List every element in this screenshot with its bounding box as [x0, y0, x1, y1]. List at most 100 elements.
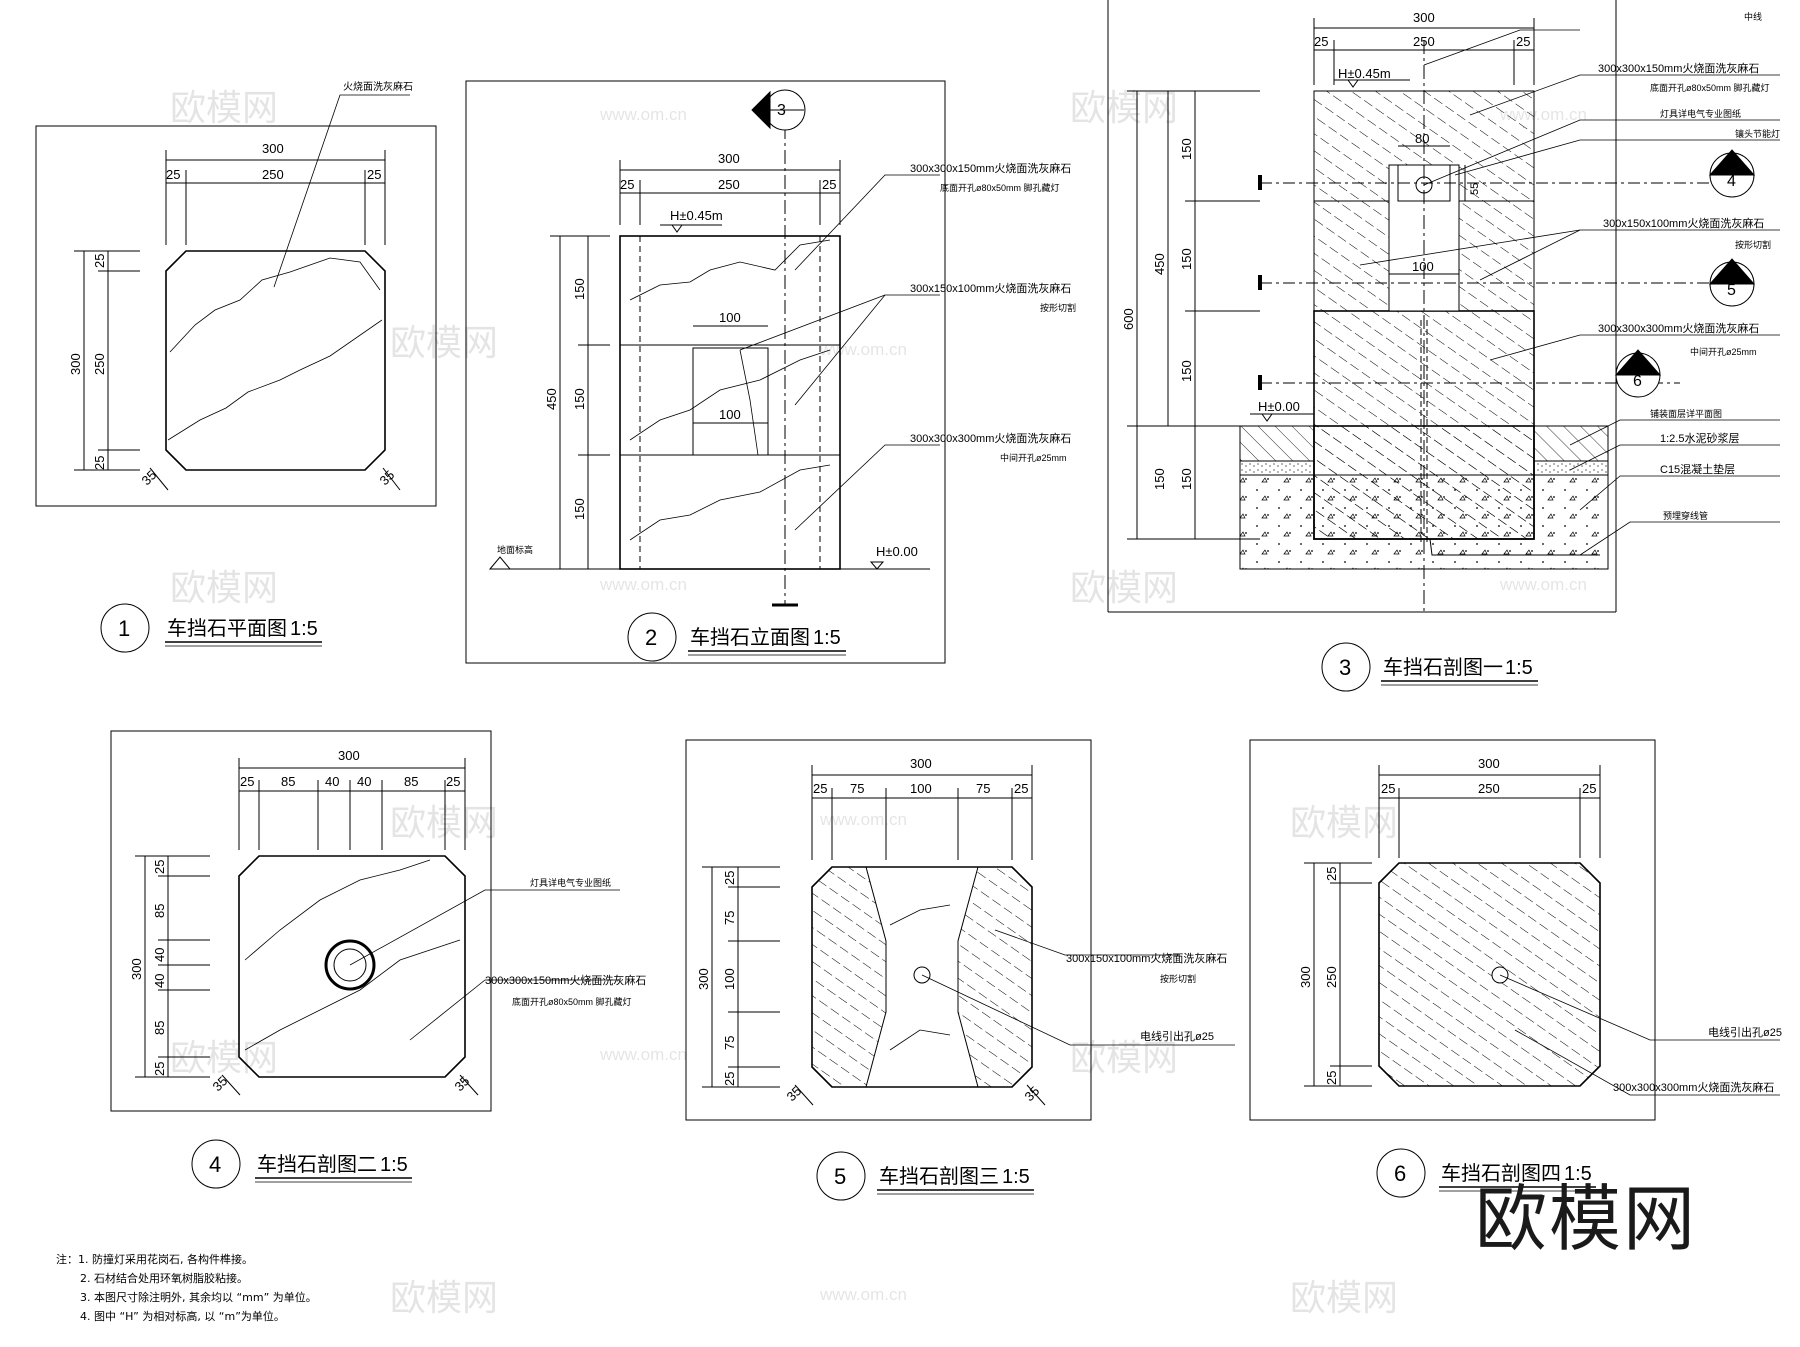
svg-text:H±0.00: H±0.00: [1258, 399, 1300, 414]
svg-text:150: 150: [1152, 468, 1167, 490]
svg-text:25: 25: [1314, 34, 1328, 49]
svg-text:25: 25: [1516, 34, 1530, 49]
svg-text:300: 300: [1413, 10, 1435, 25]
svg-text:1:5: 1:5: [1002, 1166, 1030, 1188]
svg-text:www.om.cn: www.om.cn: [599, 575, 687, 594]
svg-text:2: 2: [645, 625, 657, 650]
svg-text:100: 100: [910, 781, 932, 796]
svg-text:www.om.cn: www.om.cn: [819, 340, 907, 359]
svg-text:150: 150: [1179, 360, 1194, 382]
svg-text:25: 25: [1014, 781, 1028, 796]
svg-text:灯具详电气专业图纸: 灯具详电气专业图纸: [530, 877, 611, 888]
svg-text:1:5: 1:5: [290, 618, 318, 640]
svg-text:300x300x300mm火烧面洗灰麻石: 300x300x300mm火烧面洗灰麻石: [910, 431, 1071, 445]
svg-text:75: 75: [722, 1036, 737, 1050]
svg-text:车挡石剖图二: 车挡石剖图二: [257, 1153, 377, 1176]
svg-text:中间开孔ø25mm: 中间开孔ø25mm: [1690, 346, 1757, 357]
svg-text:300x150x100mm火烧面洗灰麻石: 300x150x100mm火烧面洗灰麻石: [910, 281, 1071, 295]
svg-text:300: 300: [68, 353, 83, 375]
svg-text:H±0.45m: H±0.45m: [1338, 66, 1391, 81]
svg-text:100: 100: [722, 968, 737, 990]
title-4: 4 车挡石剖图二 1:5: [191, 1139, 412, 1189]
svg-text:300x300x150mm火烧面洗灰麻石: 300x300x150mm火烧面洗灰麻石: [910, 161, 1071, 175]
svg-text:www.om.cn: www.om.cn: [599, 105, 687, 124]
svg-text:3: 3: [777, 102, 786, 119]
svg-text:150: 150: [1179, 468, 1194, 490]
svg-text:25: 25: [1324, 1071, 1339, 1085]
svg-text:地面标高: 地面标高: [497, 544, 533, 555]
svg-text:250: 250: [718, 177, 740, 192]
svg-text:250: 250: [1324, 966, 1339, 988]
svg-text:25: 25: [367, 167, 381, 182]
svg-text:1:5: 1:5: [1505, 657, 1533, 679]
svg-text:25: 25: [822, 177, 836, 192]
svg-text:火烧面洗灰麻石: 火烧面洗灰麻石: [343, 80, 413, 93]
svg-text:300x150x100mm火烧面洗灰麻石: 300x150x100mm火烧面洗灰麻石: [1066, 951, 1227, 965]
svg-text:5: 5: [1727, 282, 1736, 299]
notes-prefix: 注：: [56, 1253, 78, 1266]
svg-text:底面开孔ø80x50mm 脚孔藏灯: 底面开孔ø80x50mm 脚孔藏灯: [940, 182, 1060, 193]
svg-text:300: 300: [262, 141, 284, 156]
svg-text:40: 40: [152, 974, 167, 988]
svg-text:75: 75: [976, 781, 990, 796]
svg-text:6: 6: [1633, 373, 1642, 390]
svg-text:5: 5: [834, 1164, 846, 1189]
drawing-3-text: 300 250 25 25 H±0.45m H±0.00 600 450 150…: [1121, 10, 1780, 521]
svg-text:25: 25: [446, 774, 460, 789]
svg-text:35: 35: [452, 1073, 473, 1094]
svg-text:300: 300: [1478, 756, 1500, 771]
svg-text:35: 35: [139, 467, 160, 488]
svg-text:底面开孔ø80x50mm 脚孔藏灯: 底面开孔ø80x50mm 脚孔藏灯: [1650, 82, 1770, 93]
title-6: 6 车挡石剖图四 1:5: [1376, 1148, 1596, 1198]
drawing-2-text: 300 250 25 25 450 150 150 150 100 100 H±…: [497, 102, 1076, 559]
drawing-6-section: [1249, 739, 1780, 1121]
svg-text:25: 25: [166, 167, 180, 182]
svg-text:25: 25: [92, 254, 107, 268]
svg-text:250: 250: [92, 353, 107, 375]
svg-text:按形切割: 按形切割: [1735, 239, 1771, 250]
svg-text:85: 85: [281, 774, 295, 789]
svg-text:1:5: 1:5: [813, 627, 841, 649]
svg-text:450: 450: [1152, 253, 1167, 275]
svg-text:www.om.cn: www.om.cn: [599, 1045, 687, 1064]
svg-text:100: 100: [719, 310, 741, 325]
title-1: 1 车挡石平面图 1:5: [100, 603, 322, 653]
svg-text:按形切割: 按形切割: [1040, 302, 1076, 313]
svg-text:150: 150: [572, 388, 587, 410]
svg-text:欧模网: 欧模网: [390, 1277, 498, 1318]
svg-text:300: 300: [696, 968, 711, 990]
svg-text:300: 300: [129, 958, 144, 980]
svg-text:75: 75: [850, 781, 864, 796]
svg-text:中间开孔ø25mm: 中间开孔ø25mm: [1000, 452, 1067, 463]
svg-text:镶头节能灯: 镶头节能灯: [1735, 128, 1780, 139]
svg-text:中线: 中线: [1744, 11, 1762, 22]
svg-text:底面开孔ø80x50mm 脚孔藏灯: 底面开孔ø80x50mm 脚孔藏灯: [512, 996, 632, 1007]
svg-text:1:2.5水泥砂浆层: 1:2.5水泥砂浆层: [1660, 431, 1739, 445]
svg-text:300x300x150mm火烧面洗灰麻石: 300x300x150mm火烧面洗灰麻石: [485, 973, 646, 987]
drawing-1-text: 300 250 25 25 300 250 25 25 35 35 火烧面洗灰麻…: [68, 80, 413, 488]
svg-text:35: 35: [377, 467, 398, 488]
svg-text:电线引出孔ø25: 电线引出孔ø25: [1140, 1029, 1214, 1043]
svg-text:车挡石剖图四: 车挡石剖图四: [1441, 1162, 1561, 1185]
svg-text:www.om.cn: www.om.cn: [1499, 575, 1587, 594]
svg-text:600: 600: [1121, 308, 1136, 330]
svg-text:按形切割: 按形切割: [1160, 973, 1196, 984]
svg-text:25: 25: [813, 781, 827, 796]
svg-text:40: 40: [325, 774, 339, 789]
svg-text:欧模网: 欧模网: [390, 802, 498, 843]
drawing-6-text: 300 250 25 25 300 250 25 25 电线引出孔ø25 300…: [1298, 756, 1782, 1094]
svg-text:35: 35: [784, 1083, 805, 1104]
svg-text:www.om.cn: www.om.cn: [819, 1285, 907, 1304]
svg-text:100: 100: [1412, 259, 1434, 274]
svg-text:欧模网: 欧模网: [170, 87, 278, 128]
note-3: 3. 本图尺寸除注明外, 其余均以 “mm” 为单位。: [80, 1291, 317, 1304]
svg-text:300x300x300mm火烧面洗灰麻石: 300x300x300mm火烧面洗灰麻石: [1613, 1080, 1774, 1094]
title-5: 5 车挡石剖图三 1:5: [816, 1151, 1034, 1201]
watermarks: 欧模网 欧模网 欧模网 欧模网 欧模网 欧模网 欧模网 欧模网 欧模网 欧模网 …: [170, 87, 1587, 1318]
svg-text:300: 300: [910, 756, 932, 771]
title-2: 2 车挡石立面图 1:5: [627, 612, 846, 662]
svg-text:1:5: 1:5: [380, 1154, 408, 1176]
svg-text:灯具详电气专业图纸: 灯具详电气专业图纸: [1660, 108, 1741, 119]
svg-text:3: 3: [1339, 655, 1351, 680]
